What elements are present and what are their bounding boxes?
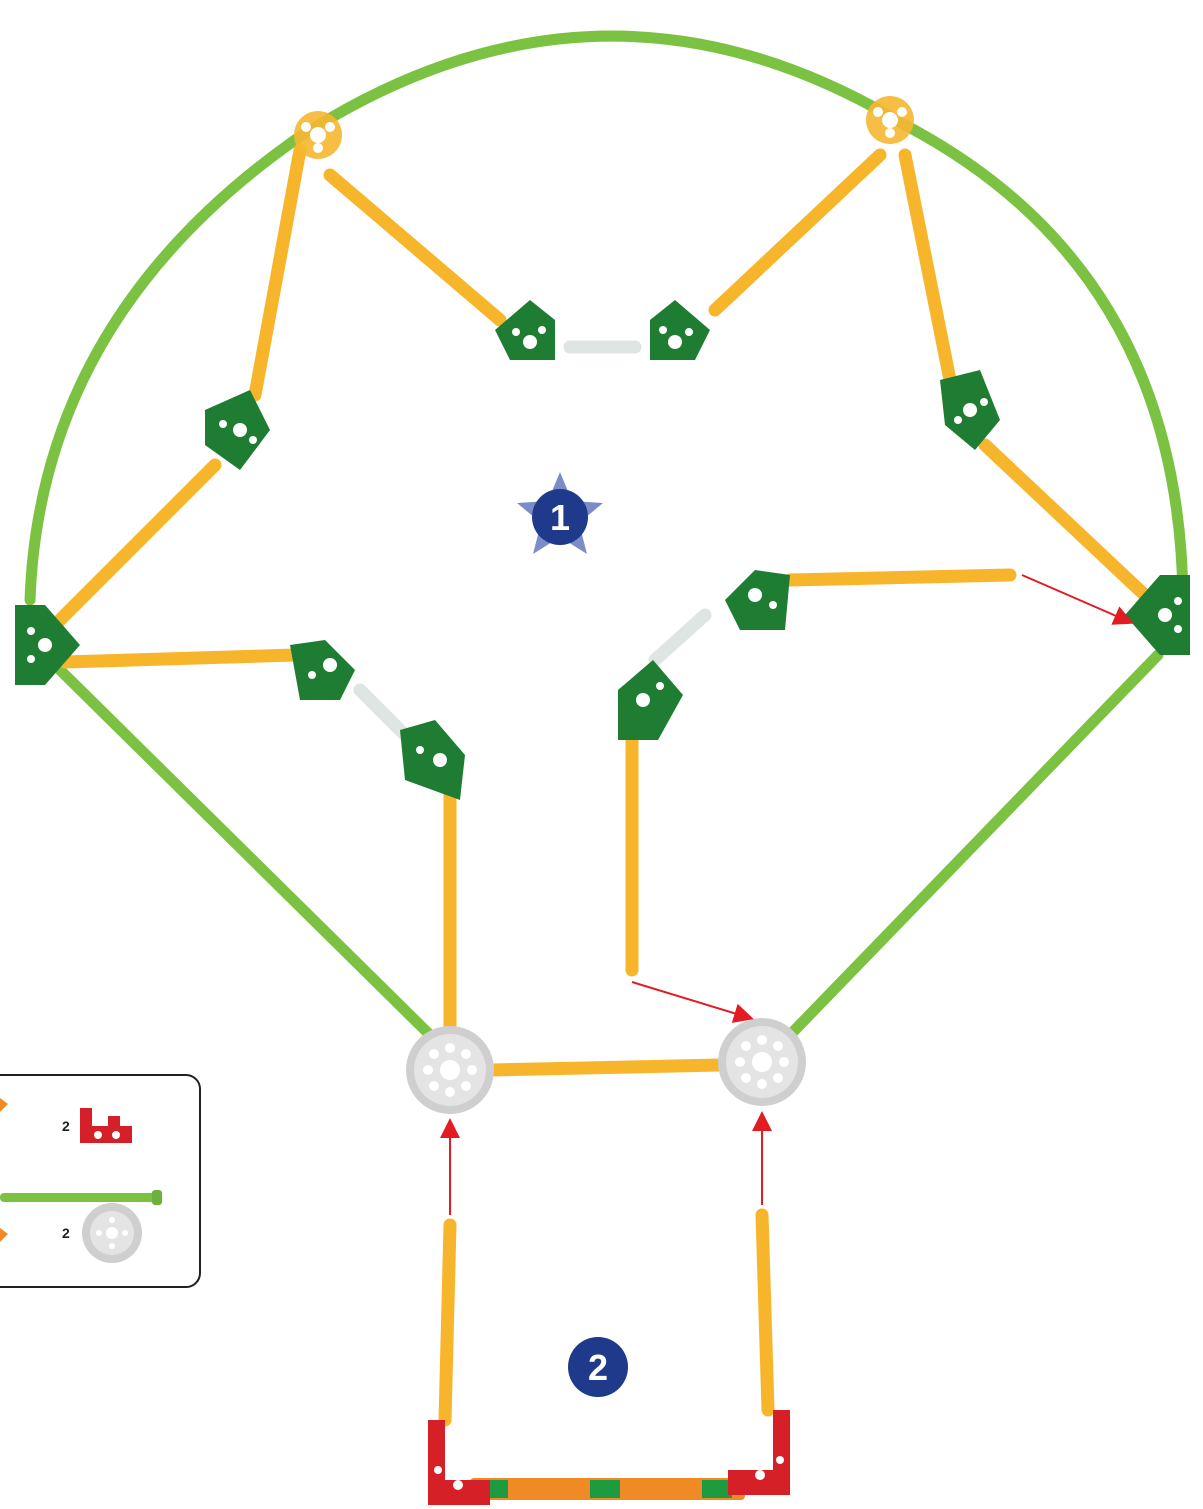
yellow-rod-step2-left (438, 1218, 457, 1427)
step-number: 2 (588, 1347, 608, 1388)
step-badge-2: 2 (568, 1337, 628, 1397)
white-connector (718, 1018, 806, 1106)
green-connector (1125, 575, 1190, 655)
assembly-arrows (440, 574, 1134, 1215)
green-connector (15, 605, 80, 685)
green-connector (290, 640, 355, 700)
green-rod-left-down (49, 659, 436, 1041)
green-rod-arc-top (289, 30, 911, 146)
green-rod-arc-right (899, 119, 1189, 606)
yellow-rod (898, 148, 957, 387)
yellow-rod (978, 438, 1157, 607)
green-connector (400, 720, 465, 800)
orange-part-icon (0, 1098, 8, 1112)
white-rod (648, 608, 712, 667)
red-connector (728, 1410, 790, 1495)
step2-base (428, 1410, 790, 1505)
white-connector-icon (82, 1203, 142, 1263)
yellow-connector (866, 96, 914, 144)
step-number: 1 (550, 497, 570, 538)
yellow-rod (48, 458, 222, 632)
parts-legend: 2 2 (0, 1074, 201, 1288)
red-connector (428, 1420, 490, 1505)
yellow-rod (708, 148, 887, 317)
yellow-connectors (294, 96, 914, 159)
green-connectors (15, 300, 1190, 800)
arrow (631, 981, 754, 1023)
green-rod-arc-left (24, 134, 301, 606)
green-rod-end-icon (152, 1190, 162, 1205)
green-connector (650, 300, 710, 360)
green-connector (725, 570, 790, 630)
yellow-connector (294, 111, 342, 159)
white-hub-connectors (406, 1018, 806, 1114)
red-connector-icon (80, 1108, 132, 1143)
yellow-rod (483, 1058, 727, 1077)
green-rod-right-down (784, 649, 1164, 1041)
green-clip (702, 1480, 732, 1498)
green-connector (618, 660, 683, 740)
yellow-rod (323, 168, 507, 327)
legend-box (0, 1074, 201, 1288)
arrow (1021, 574, 1134, 625)
white-connector (406, 1026, 494, 1114)
green-clip (590, 1480, 620, 1498)
yellow-rod-step2-right (755, 1208, 775, 1417)
yellow-rod (783, 568, 1017, 587)
step-badge-1: 1 (517, 472, 603, 554)
green-connector (495, 300, 555, 360)
orange-part-icon (0, 1228, 8, 1242)
green-connector (940, 370, 1000, 450)
yellow-rod (58, 648, 302, 669)
legend-count: 2 (62, 1118, 70, 1134)
green-rod-icon (0, 1193, 160, 1202)
yellow-rod (248, 143, 307, 402)
yellow-rods (48, 143, 1157, 1427)
green-rods (24, 30, 1189, 1041)
green-connector (205, 390, 270, 470)
legend-count: 2 (62, 1225, 70, 1241)
